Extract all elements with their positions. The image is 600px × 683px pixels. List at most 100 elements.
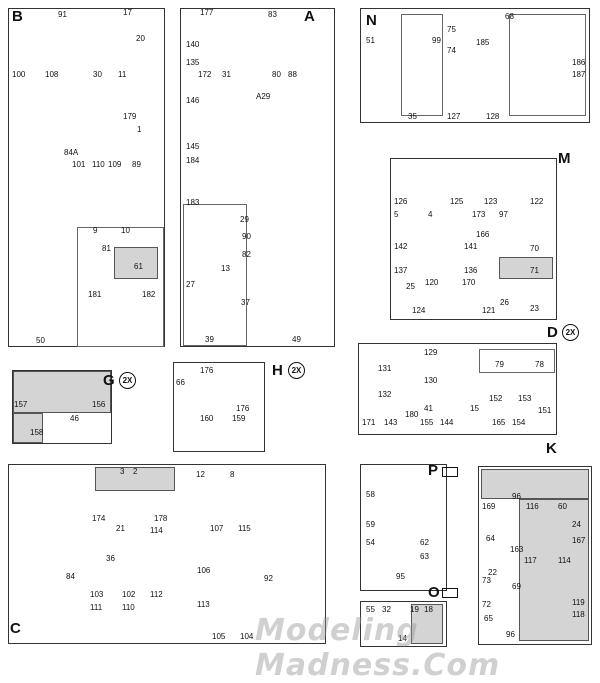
part-label: 166 <box>476 230 490 239</box>
part-label: 129 <box>424 348 438 357</box>
part-label: 101 <box>72 160 86 169</box>
part-label: 54 <box>366 538 375 547</box>
sprue-letter-c: C <box>10 620 21 637</box>
part-label: 163 <box>510 545 524 554</box>
part-label: 39 <box>205 335 214 344</box>
part-label: 32 <box>382 605 391 614</box>
part-label: 120 <box>425 278 439 287</box>
part-label: 46 <box>70 414 79 423</box>
part-label: 104 <box>240 632 254 641</box>
part-label: 122 <box>530 197 544 206</box>
part-label: 23 <box>530 304 539 313</box>
sprue-c <box>8 464 326 644</box>
sprue-k <box>478 466 592 645</box>
part-label: 68 <box>505 12 514 21</box>
sprue-o <box>360 601 447 647</box>
part-label: 126 <box>394 197 408 206</box>
part-label: 154 <box>512 418 526 427</box>
part-label: 49 <box>292 335 301 344</box>
part-label: 153 <box>518 394 532 403</box>
part-label: 88 <box>288 70 297 79</box>
part-label: 3 <box>120 467 125 476</box>
part-label: 99 <box>432 36 441 45</box>
part-label: 97 <box>499 210 508 219</box>
part-label: 21 <box>116 524 125 533</box>
part-label: 8 <box>230 470 235 479</box>
part-label: 152 <box>489 394 503 403</box>
count-badge-g: 2X <box>119 372 136 389</box>
part-label: 20 <box>136 34 145 43</box>
part-label: 141 <box>464 242 478 251</box>
part-label: 107 <box>210 524 224 533</box>
part-label: 15 <box>470 404 479 413</box>
part-label: 58 <box>366 490 375 499</box>
part-label: 90 <box>242 232 251 241</box>
sprue-letter-n: N <box>366 12 377 29</box>
part-label: 4 <box>428 210 433 219</box>
shaded-cell-3-2 <box>95 467 175 491</box>
part-label: 177 <box>200 8 214 17</box>
part-label: 185 <box>476 38 490 47</box>
part-label: 165 <box>492 418 506 427</box>
part-label: 59 <box>366 520 375 529</box>
part-label: 118 <box>572 610 585 619</box>
part-label: 171 <box>362 418 376 427</box>
part-label: 140 <box>186 40 200 49</box>
sprue-letter-m: M <box>558 150 571 167</box>
part-label: 114 <box>558 556 571 565</box>
part-label: 66 <box>176 378 185 387</box>
part-label: 55 <box>366 605 375 614</box>
part-label: 174 <box>92 514 106 523</box>
part-label: 106 <box>197 566 211 575</box>
part-label: 157 <box>14 400 28 409</box>
part-label: 169 <box>482 502 496 511</box>
part-label: 79 <box>495 360 504 369</box>
part-label: 179 <box>123 112 137 121</box>
sprue-letter-h: H <box>272 362 283 379</box>
part-label: 176 <box>200 366 214 375</box>
part-label: 180 <box>405 410 419 419</box>
part-label: 182 <box>142 290 156 299</box>
part-label: 63 <box>420 552 429 561</box>
sprue-letter-b: B <box>12 8 23 25</box>
part-label: 130 <box>424 376 438 385</box>
part-label: 117 <box>524 556 537 565</box>
part-label: 96 <box>506 630 515 639</box>
sprue-letter-p: P <box>428 462 439 479</box>
part-label: 124 <box>412 306 426 315</box>
part-label: 92 <box>264 574 273 583</box>
part-label: 2 <box>133 467 138 476</box>
part-label: 151 <box>538 406 552 415</box>
part-label: 11 <box>118 70 127 79</box>
part-label: 119 <box>572 598 585 607</box>
sprue-letter-a: A <box>304 8 315 25</box>
sprue-letter-k: K <box>546 440 557 457</box>
part-label: 110 <box>92 160 105 169</box>
part-label: 18 <box>424 605 433 614</box>
shaded-cell-71 <box>499 257 553 279</box>
part-label: 170 <box>462 278 476 287</box>
part-label: 29 <box>240 215 249 224</box>
part-label: 70 <box>530 244 539 253</box>
part-label: 13 <box>221 264 230 273</box>
part-label: 123 <box>484 197 498 206</box>
part-label: 36 <box>106 554 115 563</box>
part-label: 10 <box>121 226 130 235</box>
part-label: 82 <box>242 250 251 259</box>
part-label: 12 <box>196 470 205 479</box>
sprue-letter-g: G <box>103 372 115 389</box>
part-label: 187 <box>572 70 586 79</box>
part-label: 128 <box>486 112 500 121</box>
part-label: 60 <box>558 502 567 511</box>
part-label: 61 <box>134 262 143 271</box>
sprue-a <box>180 8 335 347</box>
part-label: 100 <box>12 70 26 79</box>
part-label: 108 <box>45 70 59 79</box>
part-label: 26 <box>500 298 509 307</box>
part-label: 176 <box>236 404 250 413</box>
part-label: 22 <box>488 568 497 577</box>
sprue-p <box>360 464 447 591</box>
single-marker-p <box>442 467 458 477</box>
part-label: 146 <box>186 96 200 105</box>
part-label: 137 <box>394 266 408 275</box>
